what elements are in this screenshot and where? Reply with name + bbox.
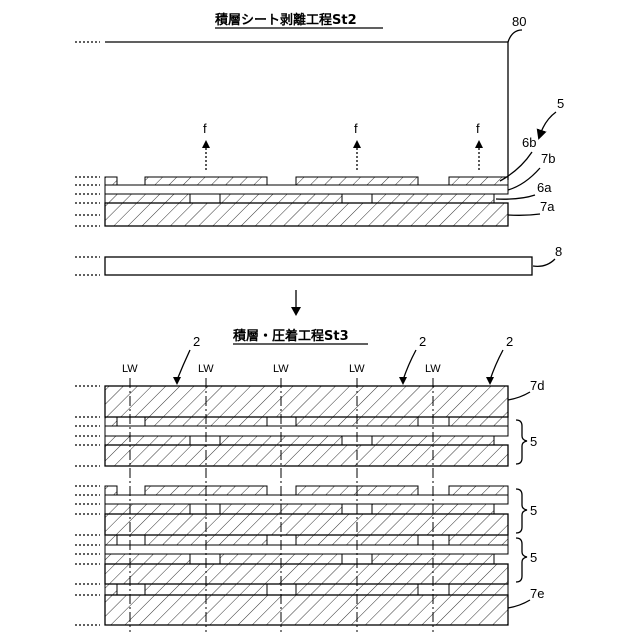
label-2-a: 2	[193, 334, 200, 349]
laminated-sheet-step2	[75, 177, 508, 226]
lw-label-4: LW	[349, 363, 365, 375]
step2-title: 積層シート剥離工程St2	[214, 12, 357, 28]
label-6a: 6a	[537, 180, 552, 195]
label-7a: 7a	[540, 199, 555, 214]
force-arrows: f f f	[202, 121, 483, 170]
label-6b: 6b	[522, 135, 536, 150]
label-7b: 7b	[541, 151, 555, 166]
label-5-brace-1: 5	[530, 434, 537, 449]
base-8: 8	[75, 244, 562, 275]
leader-labels-step3: 7d 5 5 5 7e	[508, 378, 544, 608]
process-arrow	[291, 290, 301, 316]
force-label-1: f	[203, 121, 207, 136]
lw-label-3: LW	[273, 363, 289, 375]
label-8: 8	[555, 244, 562, 259]
label-5-brace-3: 5	[530, 550, 537, 565]
label-2-b: 2	[419, 334, 426, 349]
lw-label-5: LW	[425, 363, 441, 375]
force-label-3: f	[476, 121, 480, 136]
label-5-top: 5	[540, 96, 564, 135]
step3-title: 積層・圧着工程St3	[232, 328, 349, 344]
label-5: 5	[557, 96, 564, 111]
force-label-2: f	[354, 121, 358, 136]
stack-step3	[75, 378, 508, 632]
label-80: 80	[512, 14, 526, 29]
label-2-c: 2	[506, 334, 513, 349]
label-7d: 7d	[530, 378, 544, 393]
label-7e: 7e	[530, 586, 544, 601]
lw-label-2: LW	[198, 363, 214, 375]
lw-label-1: LW	[122, 363, 138, 375]
label-5-brace-2: 5	[530, 503, 537, 518]
carrier-film-80: 80	[75, 14, 526, 180]
lw-labels: LW LW LW LW LW	[122, 363, 441, 375]
